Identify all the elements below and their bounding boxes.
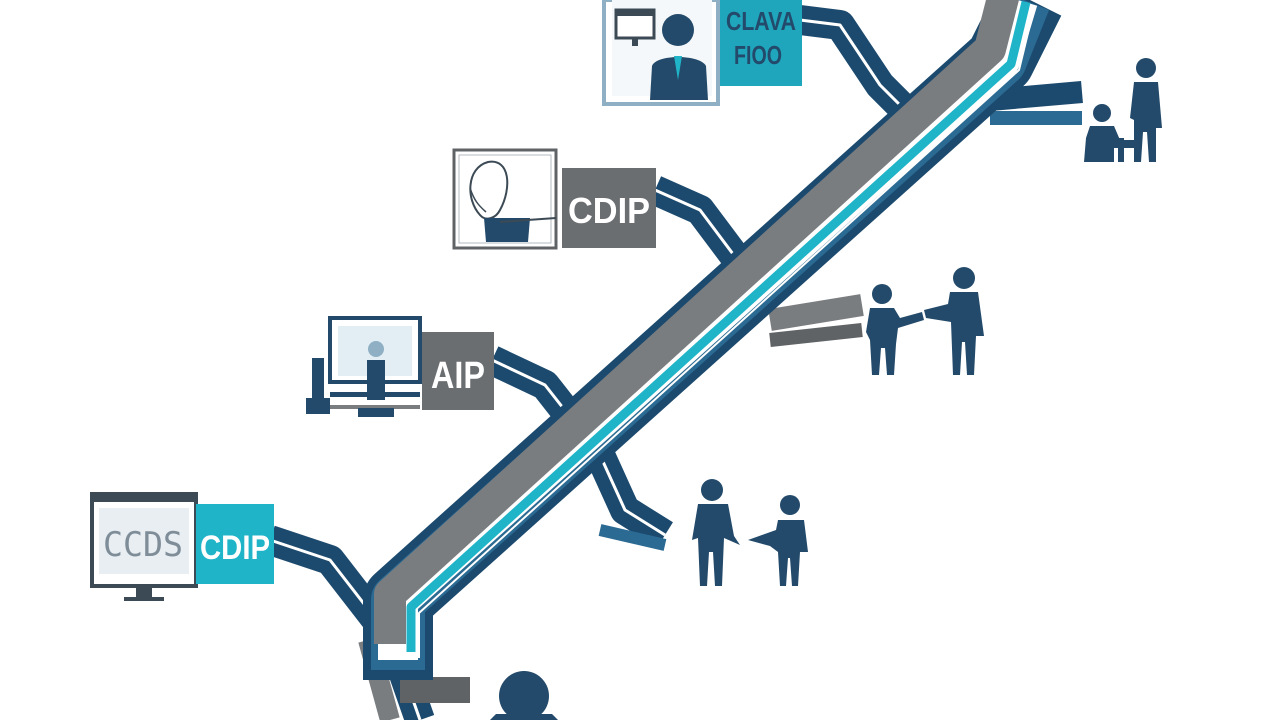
step-4: CLAVA FIOO — [602, 0, 802, 106]
step-1-screen-text: CCDS — [103, 525, 183, 565]
step-2-label: AIP — [431, 355, 485, 397]
step-2-label-box: AIP — [422, 332, 494, 410]
step-2: AIP — [306, 316, 494, 417]
step-1: CCDS CDIP — [90, 492, 274, 601]
sketch-portrait-icon — [452, 148, 558, 250]
person-head-icon — [490, 671, 558, 720]
main-ramp — [363, 0, 1062, 680]
step-3-label-box: CDIP — [562, 168, 656, 248]
businessman-icon — [602, 0, 720, 106]
step-3: CDIP — [452, 148, 656, 250]
handshake-people-icon — [866, 267, 984, 375]
step-1-label-box: CDIP — [196, 504, 274, 584]
step-3-label: CDIP — [568, 190, 650, 231]
step-4-label-line1: CLAVA — [726, 6, 796, 36]
step-4-label-line2: FIOO — [734, 40, 782, 70]
workstation-icon — [306, 316, 422, 417]
step-4-label-box: CLAVA FIOO — [720, 0, 802, 86]
step-1-label: CDIP — [200, 529, 270, 567]
handshake-people-icon — [692, 479, 808, 586]
desktop-monitor-icon: CCDS — [90, 492, 198, 601]
seated-meeting-people-icon — [1084, 58, 1162, 162]
